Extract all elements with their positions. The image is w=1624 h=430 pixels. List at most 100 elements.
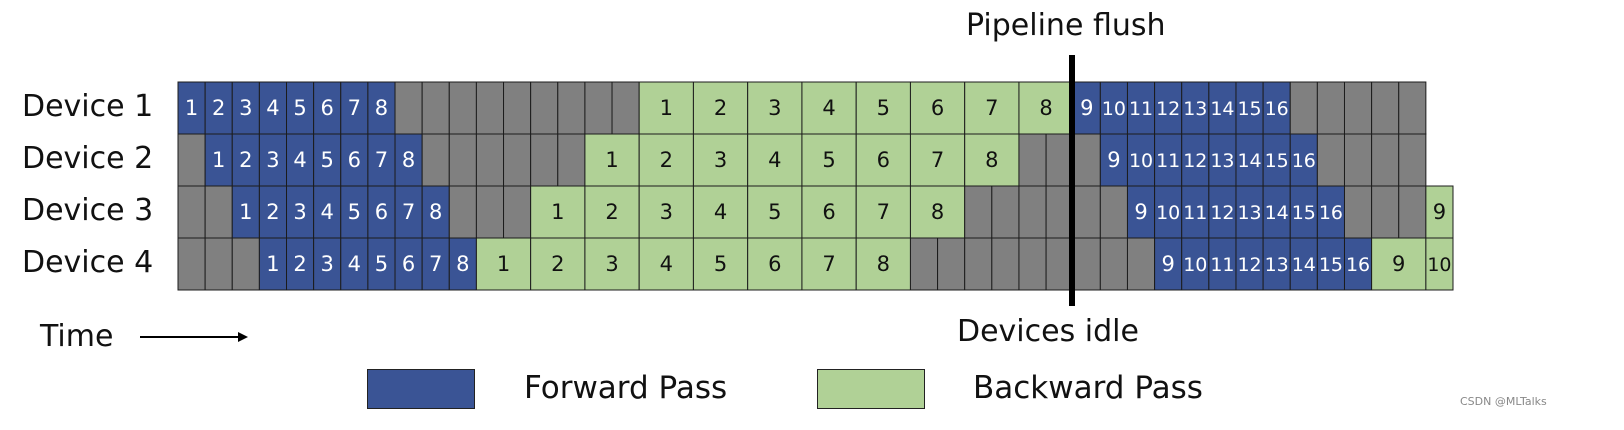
forward-block-label: 3 — [293, 200, 306, 224]
backward-block — [909, 81, 966, 135]
idle-cell — [1018, 133, 1047, 187]
backward-block — [584, 237, 640, 291]
device-1-label: Device 1 — [22, 89, 154, 124]
idle-cell — [1398, 133, 1427, 187]
backward-block-label: 5 — [768, 200, 781, 224]
backward-block-label: 6 — [931, 96, 944, 120]
forward-block-label: 14 — [1210, 98, 1234, 120]
forward-block-label: 13 — [1237, 202, 1261, 224]
idle-cell — [937, 237, 966, 291]
backward-block-label: 2 — [605, 200, 618, 224]
idle-cell — [448, 81, 477, 135]
backward-block-label: 1 — [660, 96, 673, 120]
backward-block-label: 3 — [605, 252, 618, 276]
forward-block-label: 6 — [375, 200, 388, 224]
idle-cell — [204, 185, 233, 239]
forward-block — [1316, 185, 1345, 239]
backward-block-label: 6 — [768, 252, 781, 276]
backward-block-label: 2 — [714, 96, 727, 120]
idle-cell — [1316, 81, 1345, 135]
forward-block — [286, 133, 315, 187]
forward-block — [340, 185, 369, 239]
forward-block-label: 3 — [321, 252, 334, 276]
idle-cell — [448, 133, 477, 187]
forward-block-label: 14 — [1237, 150, 1261, 172]
backward-block-label: 1 — [551, 200, 564, 224]
forward-block-label: 5 — [375, 252, 388, 276]
idle-cell — [503, 81, 532, 135]
forward-block-label: 10 — [1102, 98, 1126, 120]
forward-block — [1181, 185, 1210, 239]
idle-cell — [177, 185, 206, 239]
forward-block — [1154, 81, 1183, 135]
backward-block-label: 2 — [660, 148, 673, 172]
forward-block-label: 5 — [348, 200, 361, 224]
backward-block — [964, 133, 1020, 187]
forward-block-label: 4 — [348, 252, 361, 276]
forward-block-label: 11 — [1129, 98, 1153, 120]
forward-block-label: 12 — [1237, 254, 1261, 276]
forward-block — [367, 185, 396, 239]
forward-block-label: 4 — [266, 96, 279, 120]
forward-block-label: 7 — [348, 96, 361, 120]
backward-block — [692, 237, 749, 291]
backward-block — [692, 81, 749, 135]
backward-block-label: 9 — [1433, 200, 1446, 224]
backward-block — [475, 237, 532, 291]
idle-cell — [394, 81, 423, 135]
forward-block-label: 6 — [402, 252, 415, 276]
forward-block-label: 9 — [1161, 252, 1174, 276]
idle-cell — [530, 81, 559, 135]
idle-cell — [1072, 185, 1101, 239]
forward-block-label: 3 — [239, 96, 252, 120]
idle-cell — [475, 185, 505, 239]
forward-block — [1154, 237, 1183, 291]
forward-block — [421, 237, 450, 291]
forward-block — [1126, 185, 1156, 239]
forward-block — [1208, 185, 1237, 239]
backward-block — [638, 237, 694, 291]
forward-block-label: 12 — [1156, 98, 1180, 120]
backward-block-label: 3 — [660, 200, 673, 224]
forward-block — [394, 237, 423, 291]
forward-block — [313, 81, 342, 135]
backward-block-label: 10 — [1427, 254, 1451, 276]
forward-block — [258, 237, 288, 291]
idle-cell — [964, 237, 993, 291]
forward-block — [1289, 185, 1318, 239]
forward-block-label: 2 — [266, 200, 279, 224]
forward-block-label: 4 — [293, 148, 306, 172]
backward-block-label: 7 — [985, 96, 998, 120]
idle-cell — [1316, 133, 1345, 187]
forward-block — [340, 237, 369, 291]
backward-block-label: 5 — [822, 148, 835, 172]
idle-cell — [1343, 185, 1373, 239]
forward-block — [1099, 81, 1128, 135]
idle-cell — [1289, 81, 1318, 135]
backward-block-label: 4 — [714, 200, 727, 224]
forward-block-label: 10 — [1183, 254, 1207, 276]
legend-backward-swatch — [817, 369, 925, 409]
forward-block-label: 11 — [1183, 202, 1207, 224]
forward-block-label: 13 — [1265, 254, 1289, 276]
idle-cell — [1072, 237, 1101, 291]
time-label: Time — [40, 319, 114, 354]
backward-block-label: 6 — [877, 148, 890, 172]
backward-block — [801, 133, 857, 187]
backward-block-label: 2 — [551, 252, 564, 276]
forward-block-label: 16 — [1292, 150, 1316, 172]
forward-block-label: 8 — [375, 96, 388, 120]
forward-block — [313, 133, 342, 187]
forward-block-label: 13 — [1210, 150, 1234, 172]
forward-block-label: 7 — [375, 148, 388, 172]
forward-block-label: 3 — [266, 148, 279, 172]
forward-block — [1208, 81, 1237, 135]
forward-block-label: 16 — [1265, 98, 1289, 120]
forward-block-label: 14 — [1292, 254, 1316, 276]
forward-block-label: 1 — [239, 200, 252, 224]
backward-block — [909, 133, 966, 187]
backward-block-label: 9 — [1392, 252, 1405, 276]
backward-block-label: 4 — [660, 252, 673, 276]
